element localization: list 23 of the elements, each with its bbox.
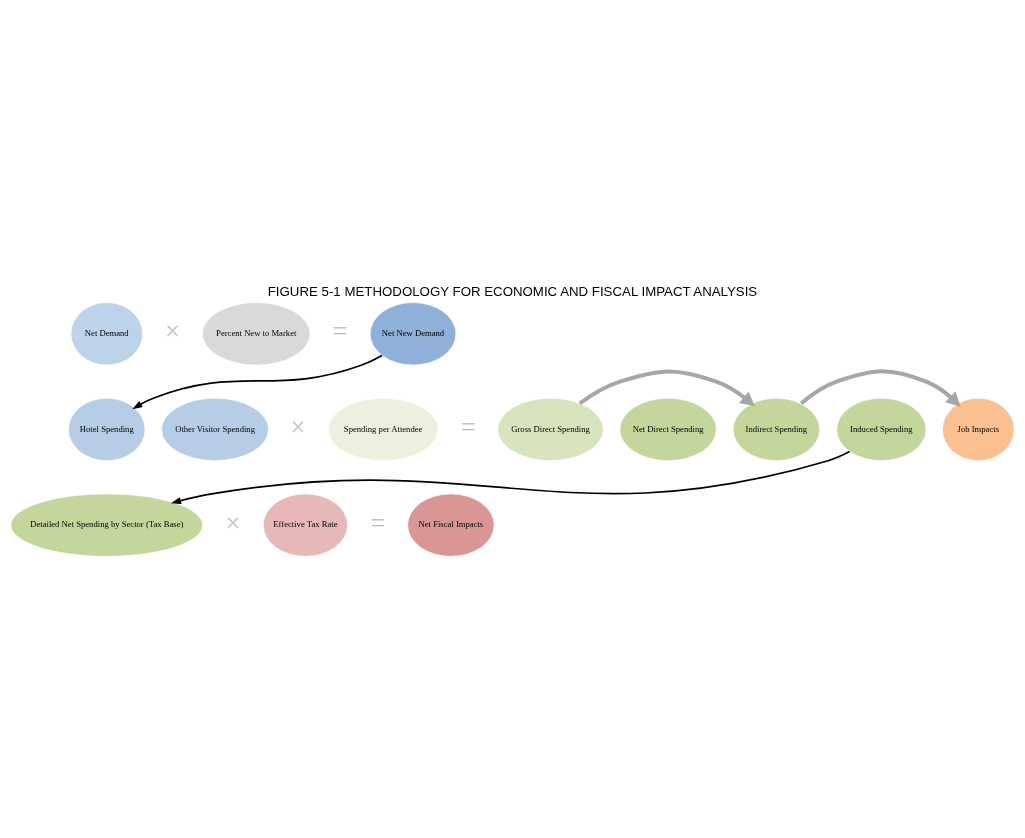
node-ellipse: Net Demand [70, 301, 143, 365]
node-ellipse: Other Visitor Spending [161, 397, 269, 461]
node-ellipse: Percent New to Market [202, 301, 311, 365]
node-ellipse: Net Direct Spending [619, 397, 717, 461]
node-ellipse: Indirect Spending [732, 397, 820, 461]
label: × [290, 411, 306, 442]
node-ellipse: Net Fiscal Impacts [407, 493, 495, 557]
label: × [225, 507, 241, 538]
node-ellipse: Induced Spending [836, 397, 927, 461]
label: × [165, 315, 181, 346]
arrow [171, 450, 851, 504]
diagram-title: FIGURE 5-1 METHODOLOGY FOR ECONOMIC AND FISCAL IMPACT ANALYSIS [267, 283, 758, 299]
arrow [132, 354, 383, 409]
node-ellipse: Effective Tax Rate [262, 493, 348, 557]
node-ellipse: Gross Direct Spending [497, 397, 604, 461]
node-ellipse: Job Impacts [942, 397, 1015, 461]
arrow [578, 369, 755, 406]
node-ellipse: Spending per Attendee [327, 397, 439, 461]
arrow [799, 368, 961, 407]
label: = [332, 315, 348, 346]
label: = [460, 411, 476, 442]
node-ellipse: Net New Demand [369, 301, 457, 365]
label: = [370, 507, 386, 538]
